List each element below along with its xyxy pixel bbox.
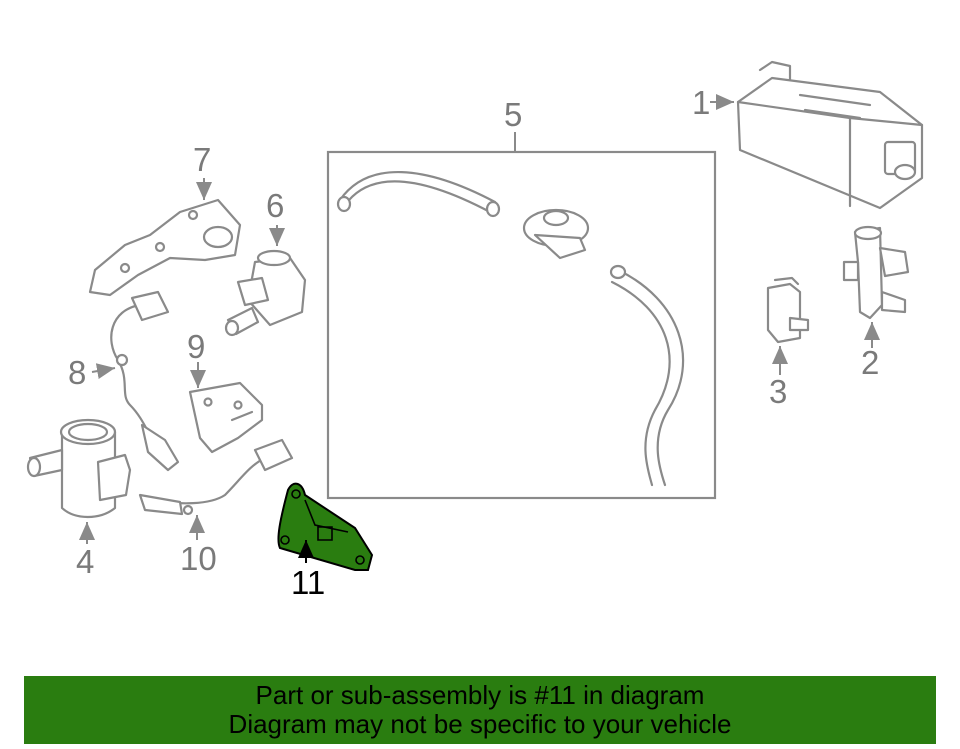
callout-9: 9 xyxy=(187,328,205,365)
part-2-valve[interactable] xyxy=(842,225,910,320)
part-8-o2-sensor[interactable] xyxy=(110,290,180,472)
callout-3: 3 xyxy=(769,373,787,410)
callout-6: 6 xyxy=(266,187,284,224)
info-banner: Part or sub-assembly is #11 in diagram D… xyxy=(24,676,936,744)
callout-10: 10 xyxy=(180,540,217,577)
callout-2: 2 xyxy=(861,344,879,381)
callout-4: 4 xyxy=(76,543,94,580)
banner-line-1: Part or sub-assembly is #11 in diagram xyxy=(255,680,705,710)
part-5-hose-kit[interactable] xyxy=(326,150,717,500)
part-10-o2-sensor[interactable] xyxy=(138,438,294,516)
callout-7: 7 xyxy=(193,141,211,178)
part-11-bracket-highlighted[interactable] xyxy=(277,482,374,571)
part-4-filter[interactable] xyxy=(26,418,132,519)
callout-8-leader xyxy=(91,363,116,379)
callout-8: 8 xyxy=(68,354,86,391)
callout-11: 11 xyxy=(291,564,325,601)
callout-1: 1 xyxy=(692,84,710,121)
part-3-sensor[interactable] xyxy=(766,276,810,344)
banner-line-2: Diagram may not be specific to your vehi… xyxy=(228,709,732,739)
part-9-plate[interactable] xyxy=(188,381,264,454)
part-1-canister[interactable] xyxy=(736,60,924,210)
part-6-solenoid[interactable] xyxy=(224,249,307,337)
callout-5: 5 xyxy=(504,96,522,133)
part-7-bracket[interactable] xyxy=(88,198,242,297)
